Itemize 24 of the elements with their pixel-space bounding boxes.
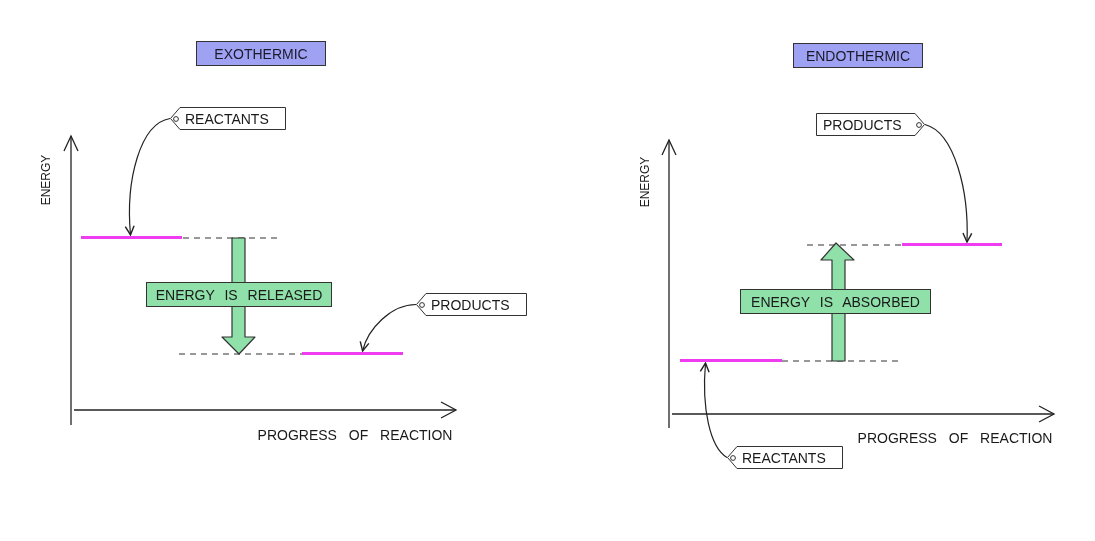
axis-label: PROGRESS OF REACTION (257, 428, 453, 442)
energy-level-line (81, 236, 182, 239)
tag-text: PRODUCTS (823, 117, 902, 132)
banner-text: ENERGY IS RELEASED (155, 287, 323, 302)
leader-arrow (699, 362, 728, 459)
title-box (793, 43, 923, 68)
tag-text: PRODUCTS (431, 297, 510, 312)
leader-arrow (924, 123, 973, 243)
title-box (196, 41, 326, 66)
tag-text: REACTANTS (185, 111, 269, 126)
energy-level-line (302, 352, 403, 355)
label-box (146, 282, 332, 307)
tag-text: REACTANTS (742, 450, 826, 465)
title-text: ENDOTHERMIC (805, 48, 911, 63)
banner-text: ENERGY IS ABSORBED (751, 294, 920, 309)
label-box (740, 289, 931, 314)
axis-label: ENERGY (40, 154, 52, 206)
axis-label: PROGRESS OF REACTION (857, 431, 1053, 445)
leader-arrow (360, 303, 417, 352)
energy-level-line (902, 243, 1002, 246)
leader-arrow (124, 117, 171, 236)
title-text: EXOTHERMIC (214, 46, 308, 61)
energy-level-line (680, 359, 782, 362)
axis-label: ENERGY (639, 156, 651, 208)
